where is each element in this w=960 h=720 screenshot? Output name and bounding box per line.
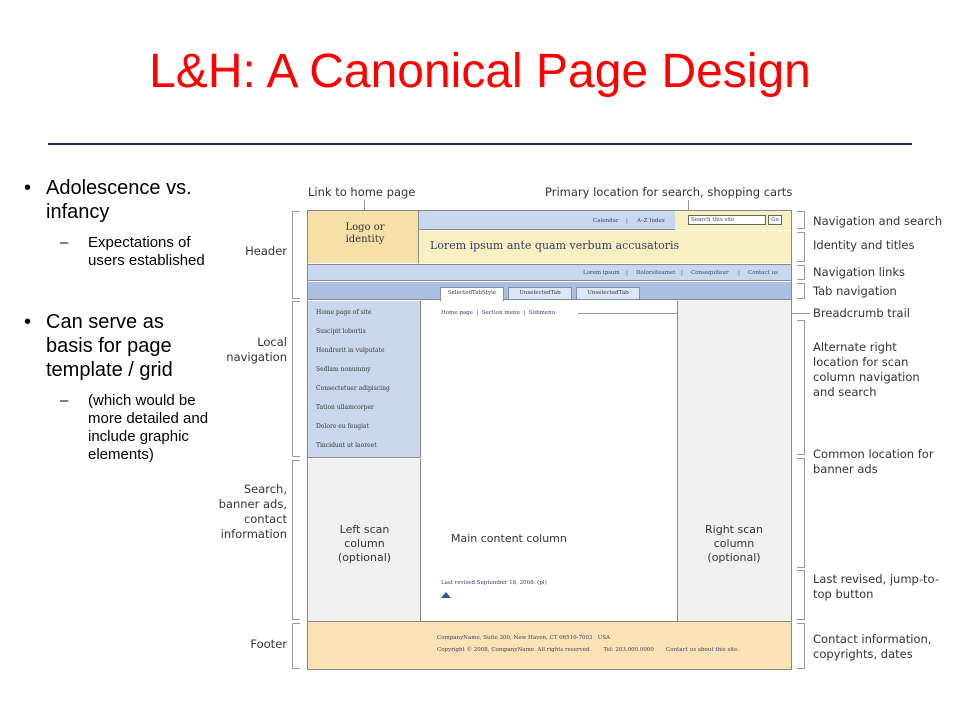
label-banner-ads: Common location for banner ads [813, 447, 934, 476]
brace-footer [292, 623, 300, 669]
local-nav-item[interactable]: Consectetuer adipiscing [316, 385, 390, 392]
nav-separator: | [681, 270, 683, 276]
label-identity: Identity and titles [813, 238, 915, 252]
label-link-home: Link to home page [308, 185, 416, 199]
brace-contact [797, 623, 805, 669]
local-nav-column: Home page of site Suscipit lobortis Hend… [308, 301, 421, 458]
brace-nav-search [797, 211, 805, 229]
breadcrumb[interactable]: Home page | Section menu | Submenu [441, 310, 556, 316]
slide-title: L&H: A Canonical Page Design [149, 45, 811, 98]
bullet-dot: • [24, 311, 32, 333]
bullet-dot: • [24, 177, 32, 199]
right-scan-label: Right scan column (optional) [705, 523, 763, 564]
brace-local-nav [292, 301, 300, 457]
main-content-label: Main content column [451, 532, 567, 545]
bullet-text: Adolescence vs. infancy [46, 177, 192, 223]
tab-selected[interactable]: SelectedTabStyle [440, 287, 504, 301]
label-header: Header [245, 244, 287, 258]
nav-link[interactable]: Contact us [748, 270, 778, 276]
brace-nav-links [797, 265, 805, 280]
bullet-item: • Adolescence vs. infancy [22, 176, 212, 224]
local-nav-item[interactable]: Tation ullamcorper [316, 404, 374, 411]
local-nav-item[interactable]: Hendrerit in vulputate [316, 347, 385, 354]
footer-area [308, 621, 791, 669]
local-nav-item[interactable]: Home page of site [316, 309, 372, 316]
label-search-banner: Search, banner ads, contact information [218, 482, 287, 541]
label-local-nav: Local navigation [226, 335, 287, 364]
bullet-dash: – [60, 234, 69, 251]
label-breadcrumb: Breadcrumb trail [813, 306, 910, 320]
label-tab-nav: Tab navigation [813, 284, 897, 298]
footer-address: CompanyName, Suite 300, New Haven, CT 06… [437, 635, 611, 641]
footer-copyright: Copyright © 2008, CompanyName. All right… [437, 647, 740, 653]
bullet-dash: – [60, 392, 69, 409]
label-nav-links: Navigation links [813, 265, 906, 279]
nav-link[interactable]: Dolorsiteamet [636, 270, 676, 276]
brace-alt-right [797, 320, 805, 455]
leader-line [688, 200, 689, 214]
brace-tab-nav [797, 283, 805, 299]
local-nav-item[interactable]: Sedlam nonummy [316, 366, 371, 373]
brace-header [292, 211, 300, 299]
brace-banner-ads [797, 458, 805, 568]
site-title: Lorem ipsum ante quam verbum accusatoris [430, 239, 680, 252]
sub-bullet-text: Expectations of users established [88, 234, 205, 269]
label-alt-right: Alternate right location for scan column… [813, 340, 920, 399]
util-az-index[interactable]: A–Z Index [637, 218, 665, 224]
search-input[interactable]: Search this site [688, 215, 766, 225]
label-footer: Footer [250, 637, 287, 651]
bullet-list: • Adolescence vs. infancy – Expectations… [22, 176, 212, 464]
go-button[interactable]: Go [768, 215, 782, 225]
identity-bar [419, 231, 791, 263]
sub-bullet-text: (which would be more detailed and includ… [88, 392, 209, 463]
left-scan-column [308, 459, 421, 621]
label-contact: Contact information, copyrights, dates [813, 632, 932, 661]
sub-bullet-item: – (which would be more detailed and incl… [22, 392, 212, 464]
tab-unselected[interactable]: UnselectedTab [508, 287, 572, 300]
last-revised-text: Last revised September 18, 2008. (pl) [441, 580, 547, 586]
util-separator: | [626, 218, 628, 224]
nav-separator: | [738, 270, 740, 276]
bullet-item: • Can serve as basis for page template /… [22, 310, 212, 382]
bullet-text: Can serve as basis for page template / g… [46, 311, 173, 381]
right-scan-column [677, 301, 791, 621]
label-last-revised: Last revised, jump-to-top button [813, 572, 939, 601]
logo-text: Logo or identity [345, 222, 385, 245]
tab-unselected[interactable]: UnselectedTab [576, 287, 640, 300]
left-scan-label: Left scan column (optional) [337, 523, 392, 564]
nav-link[interactable]: Lorem ipsum [583, 270, 620, 276]
logo-area [308, 211, 419, 263]
brace-identity [797, 232, 805, 262]
brace-search [292, 460, 300, 620]
util-calendar[interactable]: Calendar [593, 218, 619, 224]
brace-last-revised [797, 570, 805, 620]
sub-bullet-item: – Expectations of users established [22, 234, 212, 270]
title-rule [48, 143, 912, 145]
nav-links-bar [308, 264, 791, 281]
local-nav-item[interactable]: Tincidunt ut laoreet [316, 442, 377, 449]
nav-link[interactable]: Consequiteur [691, 270, 729, 276]
local-nav-item[interactable]: Dolore eu feugiat [316, 423, 369, 430]
nav-separator: | [626, 270, 628, 276]
label-primary-search: Primary location for search, shopping ca… [545, 185, 793, 199]
label-nav-search: Navigation and search [813, 214, 943, 228]
local-nav-item[interactable]: Suscipit lobortis [316, 328, 366, 335]
jump-to-top-icon[interactable] [441, 592, 451, 598]
